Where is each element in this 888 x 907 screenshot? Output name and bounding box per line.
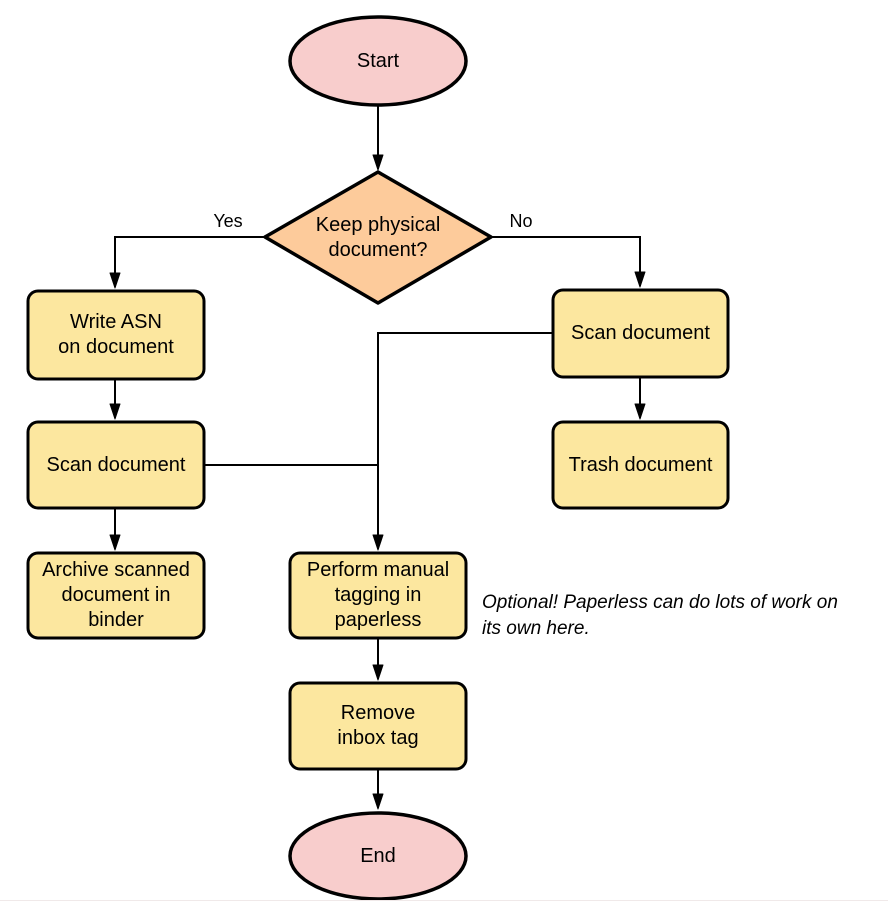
page-bottom-divider — [0, 900, 888, 901]
scan-right-node-shape — [551, 288, 730, 379]
edge-decision-yes-to-write-asn — [109, 236, 265, 289]
perform-tagging-node-shape — [288, 551, 468, 640]
decision-node-shape — [263, 170, 493, 305]
start-node-shape — [288, 15, 468, 107]
trash-node-shape — [551, 420, 730, 510]
write-asn-node-shape — [26, 289, 206, 381]
end-node-shape — [288, 811, 468, 901]
edge-scan-right-to-perform-tagging — [372, 332, 553, 551]
edge-decision-no-to-scan-right — [490, 236, 646, 288]
scan-left-node-shape — [26, 420, 206, 510]
archive-node-shape — [26, 551, 206, 640]
remove-inbox-node-shape — [288, 681, 468, 771]
